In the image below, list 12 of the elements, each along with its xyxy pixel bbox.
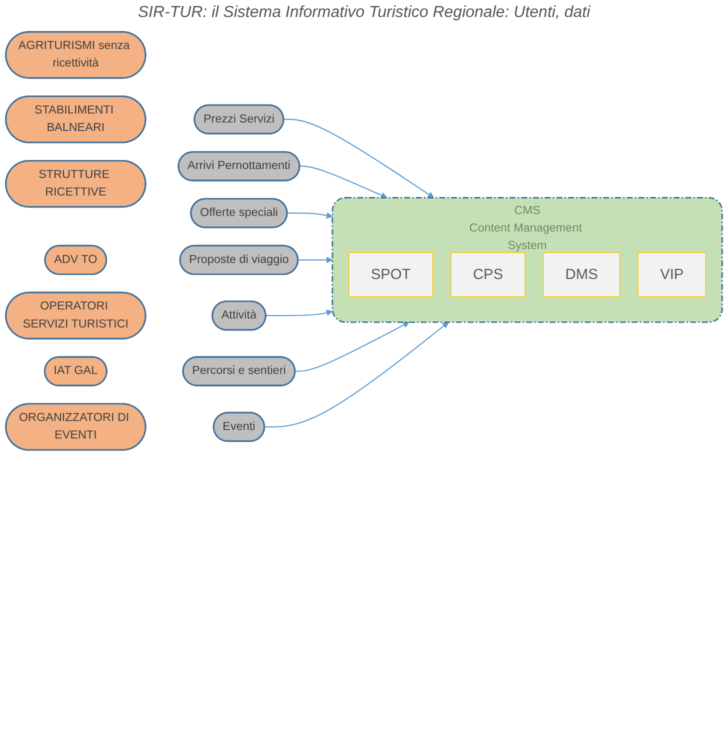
arrow: [298, 256, 333, 264]
node-box: DMS: [542, 252, 620, 297]
arrow: [286, 212, 333, 219]
node-box: CPS: [450, 252, 526, 297]
arrow: [283, 118, 434, 198]
node-box: SPOT: [348, 252, 434, 297]
arrow: [294, 322, 410, 372]
diagram-title: SIR-TUR: il Sistema Informativo Turistico Regionale: Utenti, dati: [136, 4, 592, 22]
arrow: [266, 310, 333, 316]
arrow: [264, 322, 449, 428]
arrow: [299, 166, 388, 198]
node-box: VIP: [638, 252, 706, 297]
